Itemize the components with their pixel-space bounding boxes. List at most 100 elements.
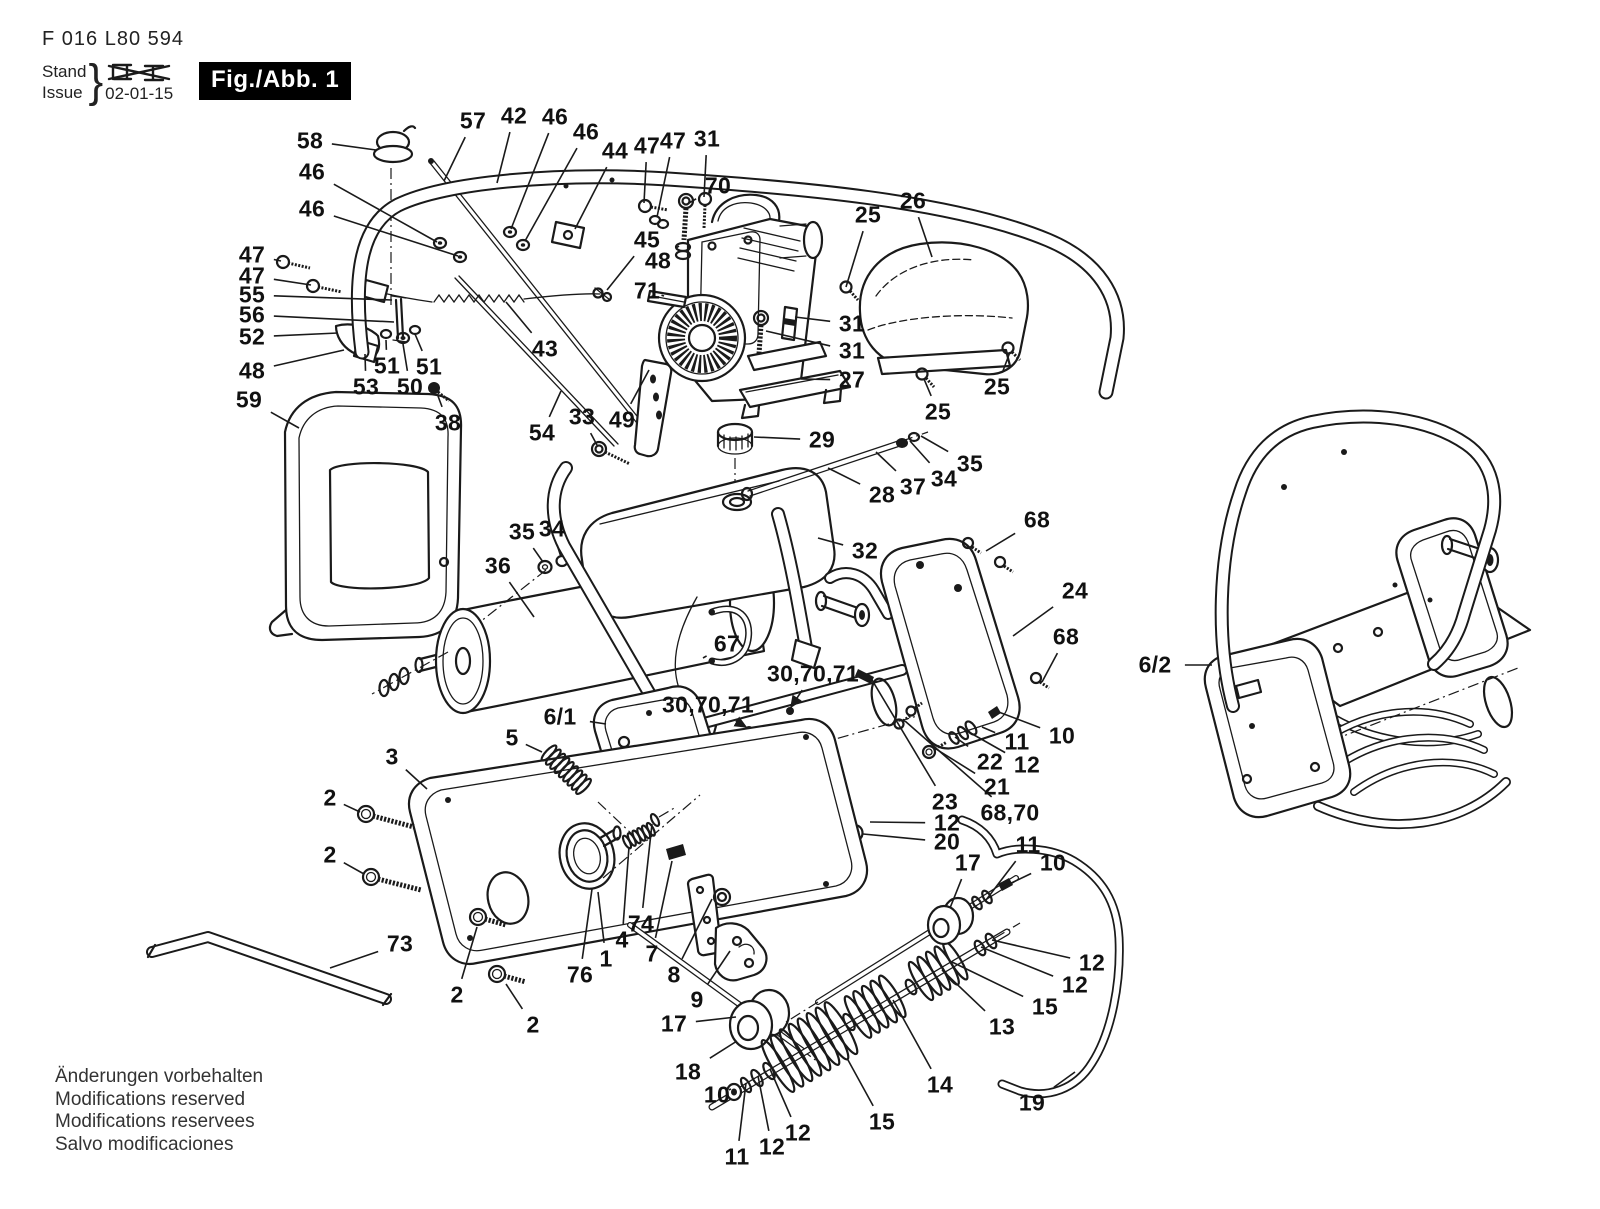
part-label: 25 (854, 201, 882, 228)
part-label: 68 (1052, 623, 1080, 650)
part-label: 76 (566, 961, 594, 988)
part-label: 28 (868, 481, 896, 508)
part-label: 14 (926, 1071, 954, 1098)
part-label: 31 (838, 337, 866, 364)
figure-number-box: Fig./Abb. 1 (199, 62, 352, 100)
part-label: 1 (599, 945, 613, 972)
part-label: 44 (601, 137, 629, 164)
part-label: 27 (838, 366, 866, 393)
strikeout-scribble (107, 63, 171, 81)
part-label: 36 (484, 552, 512, 579)
part-label: 31 (693, 125, 721, 152)
revision-brace: } (88, 55, 104, 108)
part-label: 45 (633, 226, 661, 253)
part-label: 18 (674, 1058, 702, 1085)
part-label: 2 (323, 841, 337, 868)
modifications-notice: Änderungen vorbehalten Modifications res… (55, 1066, 263, 1156)
part-label: 51 (373, 352, 401, 379)
part-label: 22 (976, 748, 1004, 775)
part-label: 12 (758, 1133, 786, 1160)
part-label: 17 (660, 1010, 688, 1037)
part-label: 46 (572, 118, 600, 145)
part-label: 6/2 (1138, 651, 1172, 678)
part-label: 48 (644, 247, 672, 274)
part-label: 4 (615, 926, 629, 953)
part-label: 17 (954, 849, 982, 876)
part-label: 15 (1031, 993, 1059, 1020)
part-label: 46 (298, 195, 326, 222)
part-label: 51 (415, 353, 443, 380)
part-label: 8 (667, 961, 681, 988)
part-label: 30,70,71 (662, 691, 754, 718)
notice-line-de: Änderungen vorbehalten (55, 1066, 264, 1087)
part-label: 46 (541, 103, 569, 130)
part-label: 24 (1061, 577, 1089, 604)
part-label: 37 (899, 473, 927, 500)
part-label: 9 (690, 986, 704, 1013)
notice-line-es: Salvo modificaciones (55, 1133, 234, 1155)
part-label: 38 (434, 409, 462, 436)
part-label: 15 (868, 1108, 896, 1135)
part-label: 48 (238, 357, 266, 384)
part-label: 5 (505, 724, 519, 751)
part-label: 11 (724, 1143, 750, 1170)
part-label: 29 (808, 426, 836, 453)
part-label: 42 (500, 102, 528, 129)
part-label: 19 (1018, 1089, 1046, 1116)
part-label: 7 (645, 940, 659, 967)
part-label: 26 (899, 187, 927, 214)
part-label: 47 (633, 132, 661, 159)
part-label: 23 (931, 788, 959, 815)
revision-block: Stand Issue } 02-01-15 (42, 55, 179, 108)
part-label: 10 (1039, 849, 1067, 876)
superseded-date-stamp (105, 61, 179, 83)
document-part-number: F 016 L80 594 (42, 28, 184, 50)
issue-date: 02-01-15 (105, 83, 174, 103)
part-label: 34 (538, 515, 566, 542)
part-label: 74 (627, 910, 655, 937)
part-label: 10 (703, 1081, 731, 1108)
part-label: 12 (784, 1119, 812, 1146)
part-label: 32 (851, 537, 879, 564)
part-label: 55 (238, 281, 266, 308)
notice-line-en: Modifications reserved (55, 1088, 246, 1110)
part-label: 58 (296, 127, 324, 154)
part-label: 2 (450, 981, 464, 1008)
part-label: 6/1 (543, 703, 577, 730)
part-label: 12 (1013, 751, 1041, 778)
part-label: 73 (386, 930, 414, 957)
part-label: 59 (235, 386, 263, 413)
part-label: 46 (298, 158, 326, 185)
part-label: 68,70 (980, 799, 1040, 826)
part-label: 71 (633, 277, 661, 304)
part-label: 52 (238, 323, 266, 350)
part-label: 20 (933, 828, 961, 855)
part-label: 2 (526, 1011, 540, 1038)
part-label: 33 (568, 403, 596, 430)
part-label: 35 (956, 450, 984, 477)
part-label: 21 (983, 773, 1011, 800)
part-label: 11 (1015, 831, 1041, 858)
part-label: 10 (1048, 722, 1076, 749)
part-label: 3 (385, 743, 399, 770)
stand-label: Stand (42, 62, 87, 81)
part-label: 47 (659, 127, 687, 154)
notice-line-fr: Modifications reservees (55, 1111, 255, 1132)
part-label: 47 (238, 241, 266, 268)
part-label: 31 (838, 310, 866, 337)
part-label: 56 (238, 301, 266, 328)
part-label: 13 (988, 1013, 1016, 1040)
part-label: 25 (924, 398, 952, 425)
part-label: 57 (459, 107, 487, 134)
part-label: 30,70,71 (767, 660, 859, 687)
part-label: 54 (528, 419, 556, 446)
part-label: 12 (933, 809, 961, 836)
part-label: 34 (930, 465, 958, 492)
part-label: 70 (704, 172, 732, 199)
part-label: 53 (352, 373, 380, 400)
part-label: 12 (1078, 949, 1106, 976)
part-label: 35 (508, 518, 536, 545)
part-label: 43 (531, 335, 559, 362)
